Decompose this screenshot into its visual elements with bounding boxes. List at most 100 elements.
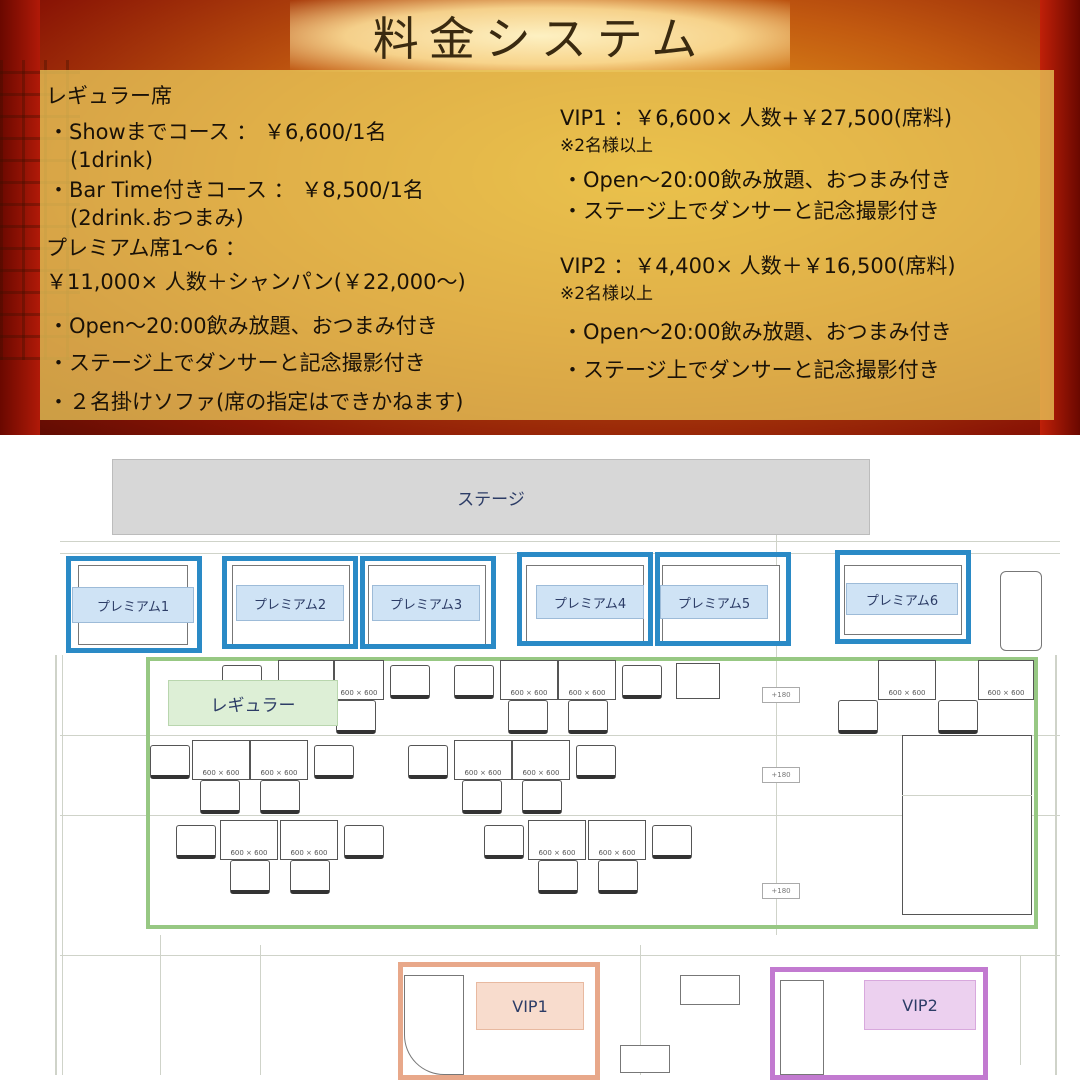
chair [176, 825, 216, 859]
premium-area-2[interactable] [222, 556, 358, 649]
premium-label-5: プレミアム5 [660, 585, 768, 619]
floor-plan: ステージ プレミアム1 プレミアム2 プレミアム3 プレミアム4 プレミアム5 … [0, 435, 1080, 1080]
chair [408, 745, 448, 779]
plan-line [60, 815, 1060, 816]
corner-sofa [1000, 571, 1042, 651]
table: 600 × 600 [500, 660, 558, 700]
table: 600 × 600 [192, 740, 250, 780]
plan-line [640, 945, 641, 1075]
regular-area[interactable] [146, 657, 1038, 929]
table-size: 600 × 600 [340, 689, 378, 697]
chair [484, 825, 524, 859]
premium-label-4: プレミアム4 [536, 585, 644, 619]
level-mark: +180 [762, 687, 800, 703]
table-size: 600 × 600 [987, 689, 1025, 697]
chair [336, 700, 376, 734]
plan-line [60, 541, 1060, 542]
table: 600 × 600 [978, 660, 1034, 700]
vip1-price: VIP1 ：￥6,600× 人数+￥27,500(席料) [560, 106, 953, 130]
title-band [290, 0, 790, 72]
vip2-sofa [780, 980, 824, 1075]
vip2-item-1: ・Open～20:00飲み放題、おつまみ付き [562, 320, 952, 344]
plan-wall [55, 655, 57, 1075]
chair [290, 860, 330, 894]
premium-item-3: ・２名掛けソファ(席の指定はできかねます) [48, 390, 464, 414]
premium-label-6: プレミアム6 [846, 583, 958, 615]
table-size: 600 × 600 [464, 769, 502, 777]
table: 600 × 600 [250, 740, 308, 780]
table-size: 600 × 600 [568, 689, 606, 697]
chair [652, 825, 692, 859]
chair [576, 745, 616, 779]
plan-line [260, 945, 261, 1075]
table: 600 × 600 [454, 740, 512, 780]
chair [568, 700, 608, 734]
vip1-label: VIP1 [476, 982, 584, 1030]
table-size: 600 × 600 [510, 689, 548, 697]
premium-area-1[interactable] [66, 556, 202, 653]
stair-block [680, 975, 740, 1005]
plan-wall [1055, 655, 1057, 1075]
chair [230, 860, 270, 894]
plan-line [1020, 955, 1021, 1065]
chair [390, 665, 430, 699]
chair [260, 780, 300, 814]
stair-block [676, 663, 720, 699]
chair [538, 860, 578, 894]
vip1-item-1: ・Open～20:00飲み放題、おつまみ付き [562, 168, 952, 192]
premium-label-2: プレミアム2 [236, 585, 344, 621]
level-mark: +180 [762, 883, 800, 899]
chair [938, 700, 978, 734]
chair [622, 665, 662, 699]
premium-area-6[interactable] [835, 550, 971, 644]
table: 600 × 600 [558, 660, 616, 700]
table: 600 × 600 [334, 660, 384, 700]
pricing-panel [40, 70, 1054, 420]
vip2-area[interactable] [770, 967, 988, 1080]
premium-area-3[interactable] [360, 556, 496, 649]
premium-price: ￥11,000× 人数＋シャンパン(￥22,000～) [46, 270, 466, 294]
regular-heading: レギュラー席 [46, 84, 172, 108]
vip1-item-2: ・ステージ上でダンサーと記念撮影付き [562, 199, 940, 223]
plan-line [60, 955, 1060, 956]
table: 600 × 600 [588, 820, 646, 860]
plan-line [160, 935, 161, 1075]
regular-course-1-note: (1drink) [70, 148, 154, 172]
chair [314, 745, 354, 779]
premium-item-1: ・Open～20:00飲み放題、おつまみ付き [48, 314, 438, 338]
chair [462, 780, 502, 814]
stool [620, 1045, 670, 1073]
table-size: 600 × 600 [202, 769, 240, 777]
vip2-item-2: ・ステージ上でダンサーと記念撮影付き [562, 358, 940, 382]
premium-label-1: プレミアム1 [72, 587, 194, 623]
table-size: 600 × 600 [598, 849, 636, 857]
regular-course-2-note: (2drink.おつまみ) [70, 206, 244, 230]
premium-area-4[interactable] [517, 552, 653, 646]
vip1-area[interactable] [398, 962, 600, 1080]
table: 600 × 600 [528, 820, 586, 860]
vip1-sofa [404, 975, 464, 1075]
chair [150, 745, 190, 779]
table-size: 600 × 600 [888, 689, 926, 697]
chair [838, 700, 878, 734]
plan-line [902, 795, 1032, 796]
bar-counter [902, 735, 1032, 915]
table-size: 600 × 600 [260, 769, 298, 777]
chair [454, 665, 494, 699]
table: 600 × 600 [220, 820, 278, 860]
curtain-left [0, 0, 40, 435]
chair [522, 780, 562, 814]
regular-course-2: ・Bar Time付きコース ： ￥8,500/1名 [48, 178, 424, 202]
premium-area-5[interactable] [655, 552, 791, 646]
page-title: 料金システム [372, 12, 708, 66]
chair [200, 780, 240, 814]
plan-line [776, 535, 777, 935]
plan-line [60, 735, 1060, 736]
table-size: 600 × 600 [230, 849, 268, 857]
vip1-note: ※2名様以上 [560, 136, 654, 156]
regular-course-1: ・Showまでコース ： ￥6,600/1名 [48, 120, 387, 144]
stage: ステージ [112, 459, 870, 535]
stage-label: ステージ [457, 489, 525, 510]
table: 600 × 600 [512, 740, 570, 780]
premium-item-2: ・ステージ上でダンサーと記念撮影付き [48, 351, 426, 375]
